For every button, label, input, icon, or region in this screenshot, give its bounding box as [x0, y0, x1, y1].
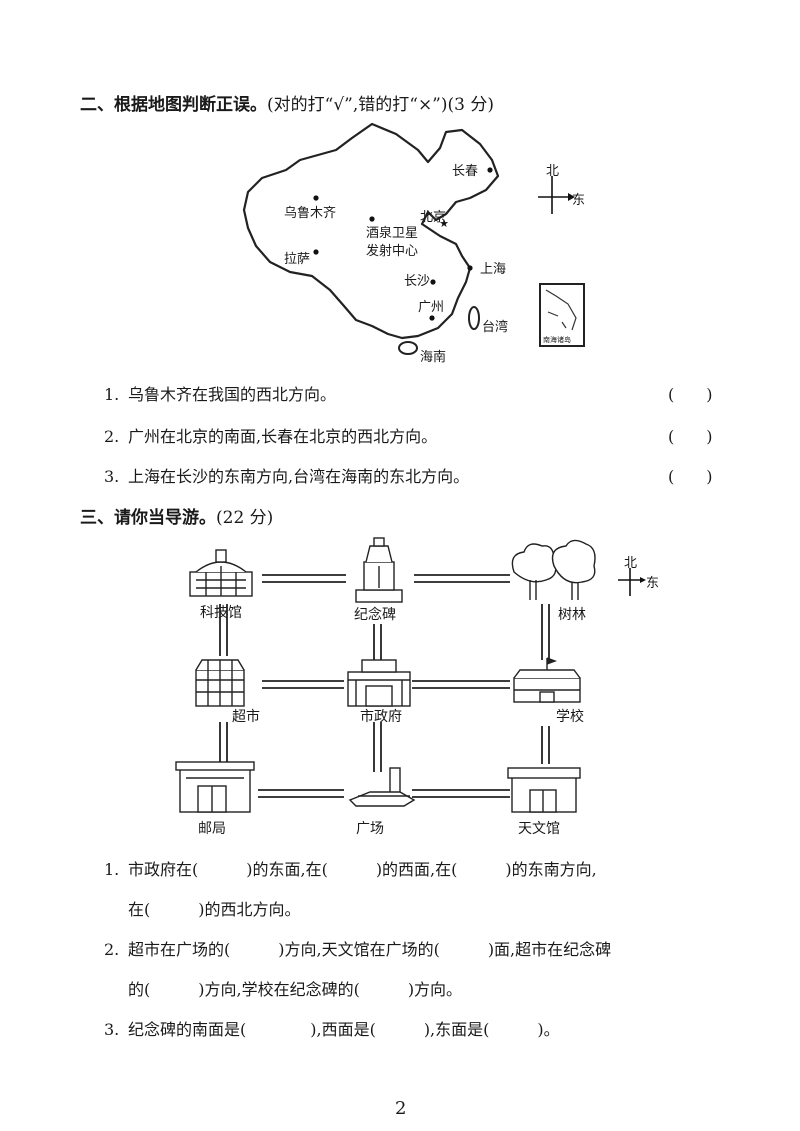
hainan-island — [398, 341, 418, 355]
city-hall-icon — [347, 659, 411, 707]
place-label-woods: 树林 — [558, 607, 586, 623]
supermarket-icon — [195, 659, 245, 707]
map-label-lhasa: 拉萨 — [284, 252, 311, 267]
map-label-shanghai: 上海 — [480, 262, 507, 277]
place-label-school: 学校 — [556, 709, 584, 725]
s3-q1-line1: 1.市政府在( )的东面,在( )的西面,在( )的东南方向, — [104, 860, 597, 879]
s2-item-1: 1.乌鲁木齐在我国的西北方向。 — [104, 385, 337, 404]
map-label-jiuquan: 酒泉卫星 — [366, 226, 419, 241]
s2-answer-3[interactable]: ( ) — [668, 467, 713, 486]
beijing-star: ★ — [439, 217, 449, 230]
section-2-heading: 二、根据地图判断正误。(对的打“√”,错的打“×”)(3 分) — [80, 90, 494, 115]
place-label-observatory: 天文馆 — [518, 821, 560, 837]
compass-1-east-label: 东 — [572, 193, 586, 208]
science-museum-icon — [189, 549, 253, 597]
monument-icon — [355, 537, 403, 603]
map-label-urumqi: 乌鲁木齐 — [284, 206, 337, 221]
section-2-instruction: (对的打“√”,错的打“×”)(3 分) — [267, 95, 494, 115]
compass-2-arrow-icon — [640, 577, 646, 583]
roads — [219, 574, 550, 798]
s2-item-3: 3.上海在长沙的东南方向,台湾在海南的东北方向。 — [104, 467, 470, 486]
map-label-changchun: 长春 — [452, 164, 479, 179]
map-label-hainan: 海南 — [420, 350, 447, 365]
place-label-city-hall: 市政府 — [360, 709, 402, 725]
place-label-monument: 纪念碑 — [354, 607, 396, 623]
map-label-taiwan: 台湾 — [482, 320, 509, 335]
changsha-dot — [430, 279, 436, 285]
lhasa-dot — [313, 249, 319, 255]
page-number: 2 — [395, 1098, 407, 1119]
map-label-guangzhou: 广州 — [418, 300, 445, 315]
s2-answer-2[interactable]: ( ) — [668, 427, 713, 446]
s3-q2-line1: 2.超市在广场的( )方向,天文馆在广场的( )面,超市在纪念碑 — [104, 940, 612, 959]
changchun-dot — [487, 167, 493, 173]
map-label-launch-center: 发射中心 — [366, 244, 419, 259]
taiwan-island — [468, 306, 480, 330]
compass-1-north-label: 北 — [546, 164, 560, 179]
place-label-post-office: 邮局 — [198, 821, 226, 837]
section-3-instruction: (22 分) — [216, 508, 274, 528]
compass-2-north-label: 北 — [624, 556, 638, 571]
inset-coast — [545, 289, 577, 331]
woods-icon — [511, 539, 596, 600]
s3-q2-line2: 的( )方向,学校在纪念碑的( )方向。 — [128, 980, 463, 999]
section-3-title: 三、请你当导游。 — [80, 508, 216, 528]
s2-item-2: 2.广州在北京的南面,长春在北京的西北方向。 — [104, 427, 438, 446]
s3-q1-line2: 在( )的西北方向。 — [128, 900, 301, 919]
compass-1-arrow-icon — [568, 193, 575, 201]
place-label-supermarket: 超市 — [232, 709, 260, 725]
s2-answer-1[interactable]: ( ) — [668, 385, 713, 404]
shanghai-dot — [467, 265, 473, 271]
inset-label: 南海诸岛 — [543, 336, 571, 344]
observatory-icon — [507, 767, 581, 813]
school-icon — [513, 657, 581, 703]
place-label-square: 广场 — [356, 821, 384, 837]
section-3-heading: 三、请你当导游。(22 分) — [80, 503, 273, 528]
china-outline — [242, 122, 500, 340]
place-label-science-museum: 科技馆 — [200, 605, 242, 621]
jiuquan-dot — [369, 216, 375, 222]
map-label-beijing: 北京 — [420, 210, 447, 225]
guangzhou-dot — [429, 315, 435, 321]
south-china-sea-inset — [539, 283, 585, 347]
section-2-title: 二、根据地图判断正误。 — [80, 95, 267, 115]
compass-2-east-label: 东 — [646, 576, 660, 591]
urumqi-dot — [313, 195, 319, 201]
s3-q3-line1: 3.纪念碑的南面是( ),西面是( ),东面是( )。 — [104, 1020, 560, 1039]
post-office-icon — [175, 761, 255, 813]
map-label-changsha: 长沙 — [404, 274, 431, 289]
square-icon — [348, 767, 416, 807]
